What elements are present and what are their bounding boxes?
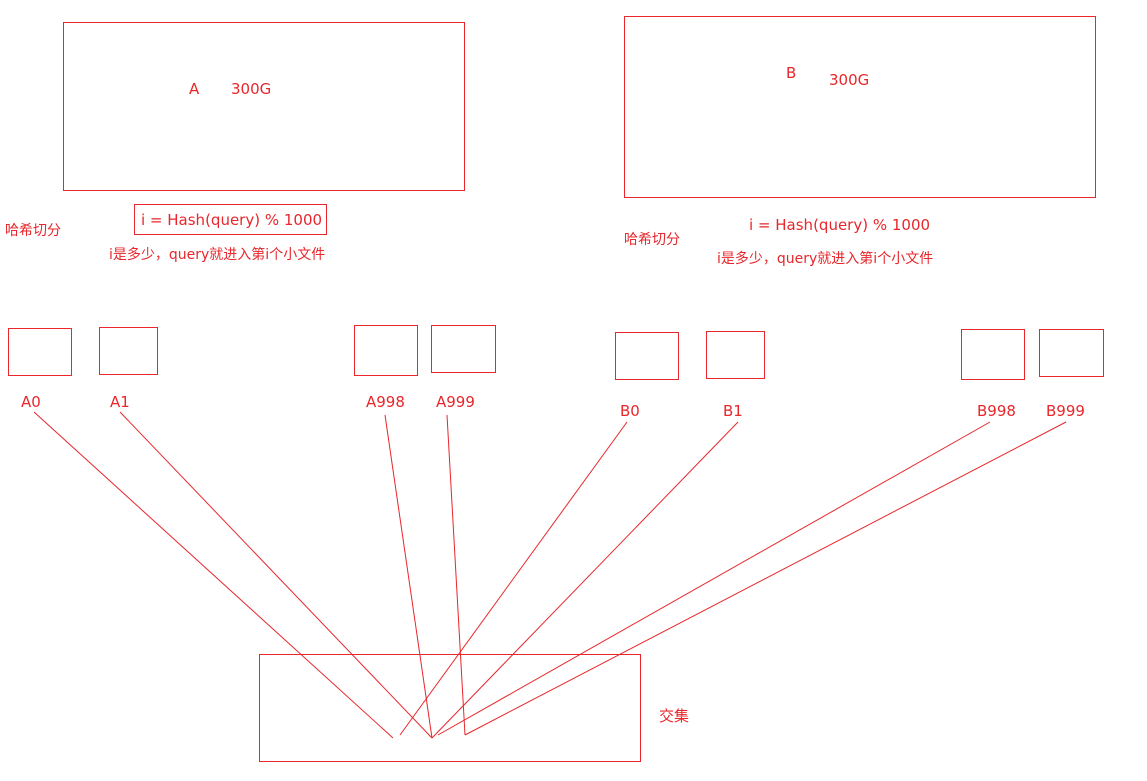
file-b1-label: B1 (723, 402, 743, 420)
file-a-box (63, 22, 465, 191)
connector-b999 (464, 421, 1067, 736)
connector-a1 (119, 411, 433, 739)
file-b1-box (706, 331, 765, 379)
connector-a999 (446, 414, 466, 736)
file-b-name: B (786, 64, 797, 82)
file-a999-label: A999 (436, 393, 475, 411)
file-b0-label: B0 (620, 402, 640, 420)
file-a999-box (431, 325, 496, 373)
file-b-size: 300G (829, 71, 870, 89)
left-formula-box (134, 204, 327, 235)
right-formula-explanation: i是多少，query就进入第i个小文件 (717, 251, 934, 267)
intersection-box (259, 654, 641, 762)
file-b999-box (1039, 329, 1104, 377)
file-b998-box (961, 329, 1025, 380)
file-b-box (624, 16, 1096, 198)
file-a-name: A (189, 80, 200, 98)
connector-a0 (33, 411, 394, 739)
file-a0-label: A0 (21, 393, 41, 411)
right-formula: i = Hash(query) % 1000 (749, 216, 931, 234)
file-a998-box (354, 325, 418, 376)
connector-b1 (431, 421, 739, 739)
right-hash-split-label: 哈希切分 (624, 232, 680, 248)
file-b998-label: B998 (977, 402, 1016, 420)
file-a1-box (99, 327, 158, 375)
left-formula-explanation: i是多少，query就进入第i个小文件 (109, 247, 326, 263)
connector-b998 (437, 421, 991, 736)
file-a-size: 300G (231, 80, 272, 98)
connector-b0 (399, 421, 628, 736)
file-b999-label: B999 (1046, 402, 1085, 420)
file-a998-label: A998 (366, 393, 405, 411)
intersection-label: 交集 (659, 707, 690, 725)
left-hash-split-label: 哈希切分 (5, 223, 61, 239)
file-b0-box (615, 332, 679, 380)
file-a0-box (8, 328, 72, 376)
connector-a998 (384, 414, 433, 739)
left-formula: i = Hash(query) % 1000 (141, 211, 323, 229)
file-a1-label: A1 (110, 393, 130, 411)
